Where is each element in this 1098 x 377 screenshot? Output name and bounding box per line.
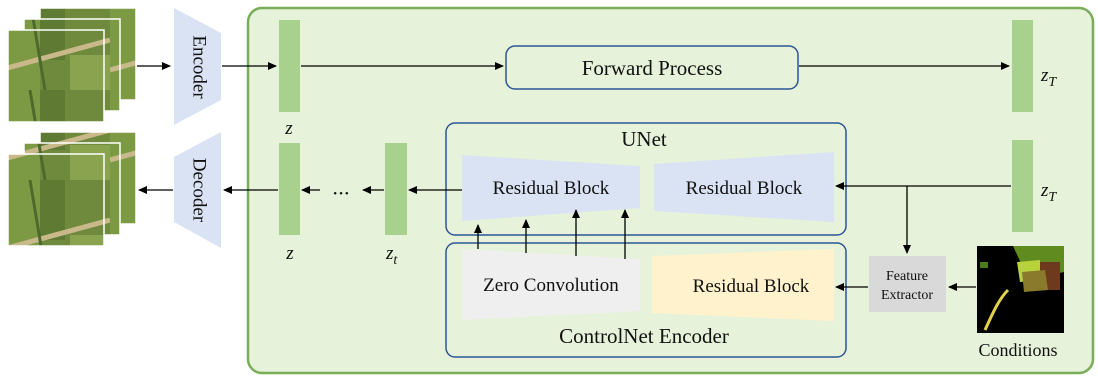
conditions-label: Conditions (978, 340, 1057, 360)
conditions-image (977, 246, 1064, 333)
feature-extractor-box (869, 256, 946, 312)
zero-convolution-block (462, 249, 640, 320)
unet-residual-block-down-label: Residual Block (493, 178, 610, 199)
controlnet-residual-block-label: Residual Block (693, 276, 810, 297)
decoder-label: Decoder (189, 158, 210, 223)
unet-residual-block-up-label: Residual Block (686, 178, 803, 199)
latent-z-top (279, 20, 300, 112)
latent-zT-right (1012, 140, 1033, 232)
unet-title: UNet (621, 127, 667, 151)
decoder-block (174, 132, 221, 248)
forward-process-label: Forward Process (582, 56, 723, 80)
feature-extractor-label-line1: Feature (886, 269, 928, 284)
z-label-bottom: z (285, 243, 294, 264)
input-image-stack (7, 7, 137, 123)
zT-label-top: zT (1040, 65, 1057, 90)
controlnet-encoder-label: ControlNet Encoder (559, 324, 729, 348)
encoder-label: Encoder (189, 35, 210, 99)
latent-z-bottom (279, 143, 300, 235)
encoder-block (174, 8, 221, 125)
output-image-stack (7, 131, 137, 247)
latent-zT-top (1012, 20, 1033, 112)
zero-convolution-label: Zero Convolution (483, 275, 619, 296)
feature-extractor-label-line2: Extractor (881, 288, 933, 303)
latent-zt (385, 143, 407, 235)
controlnet-residual-block (652, 249, 834, 321)
zt-label: zt (385, 243, 398, 268)
z-label-top: z (284, 118, 293, 139)
ellipsis: ••• (333, 188, 351, 200)
unet-residual-block-down (462, 155, 640, 221)
forward-process-box (505, 45, 799, 90)
zT-label-right: zT (1040, 180, 1057, 205)
unet-residual-block-up (654, 152, 834, 222)
